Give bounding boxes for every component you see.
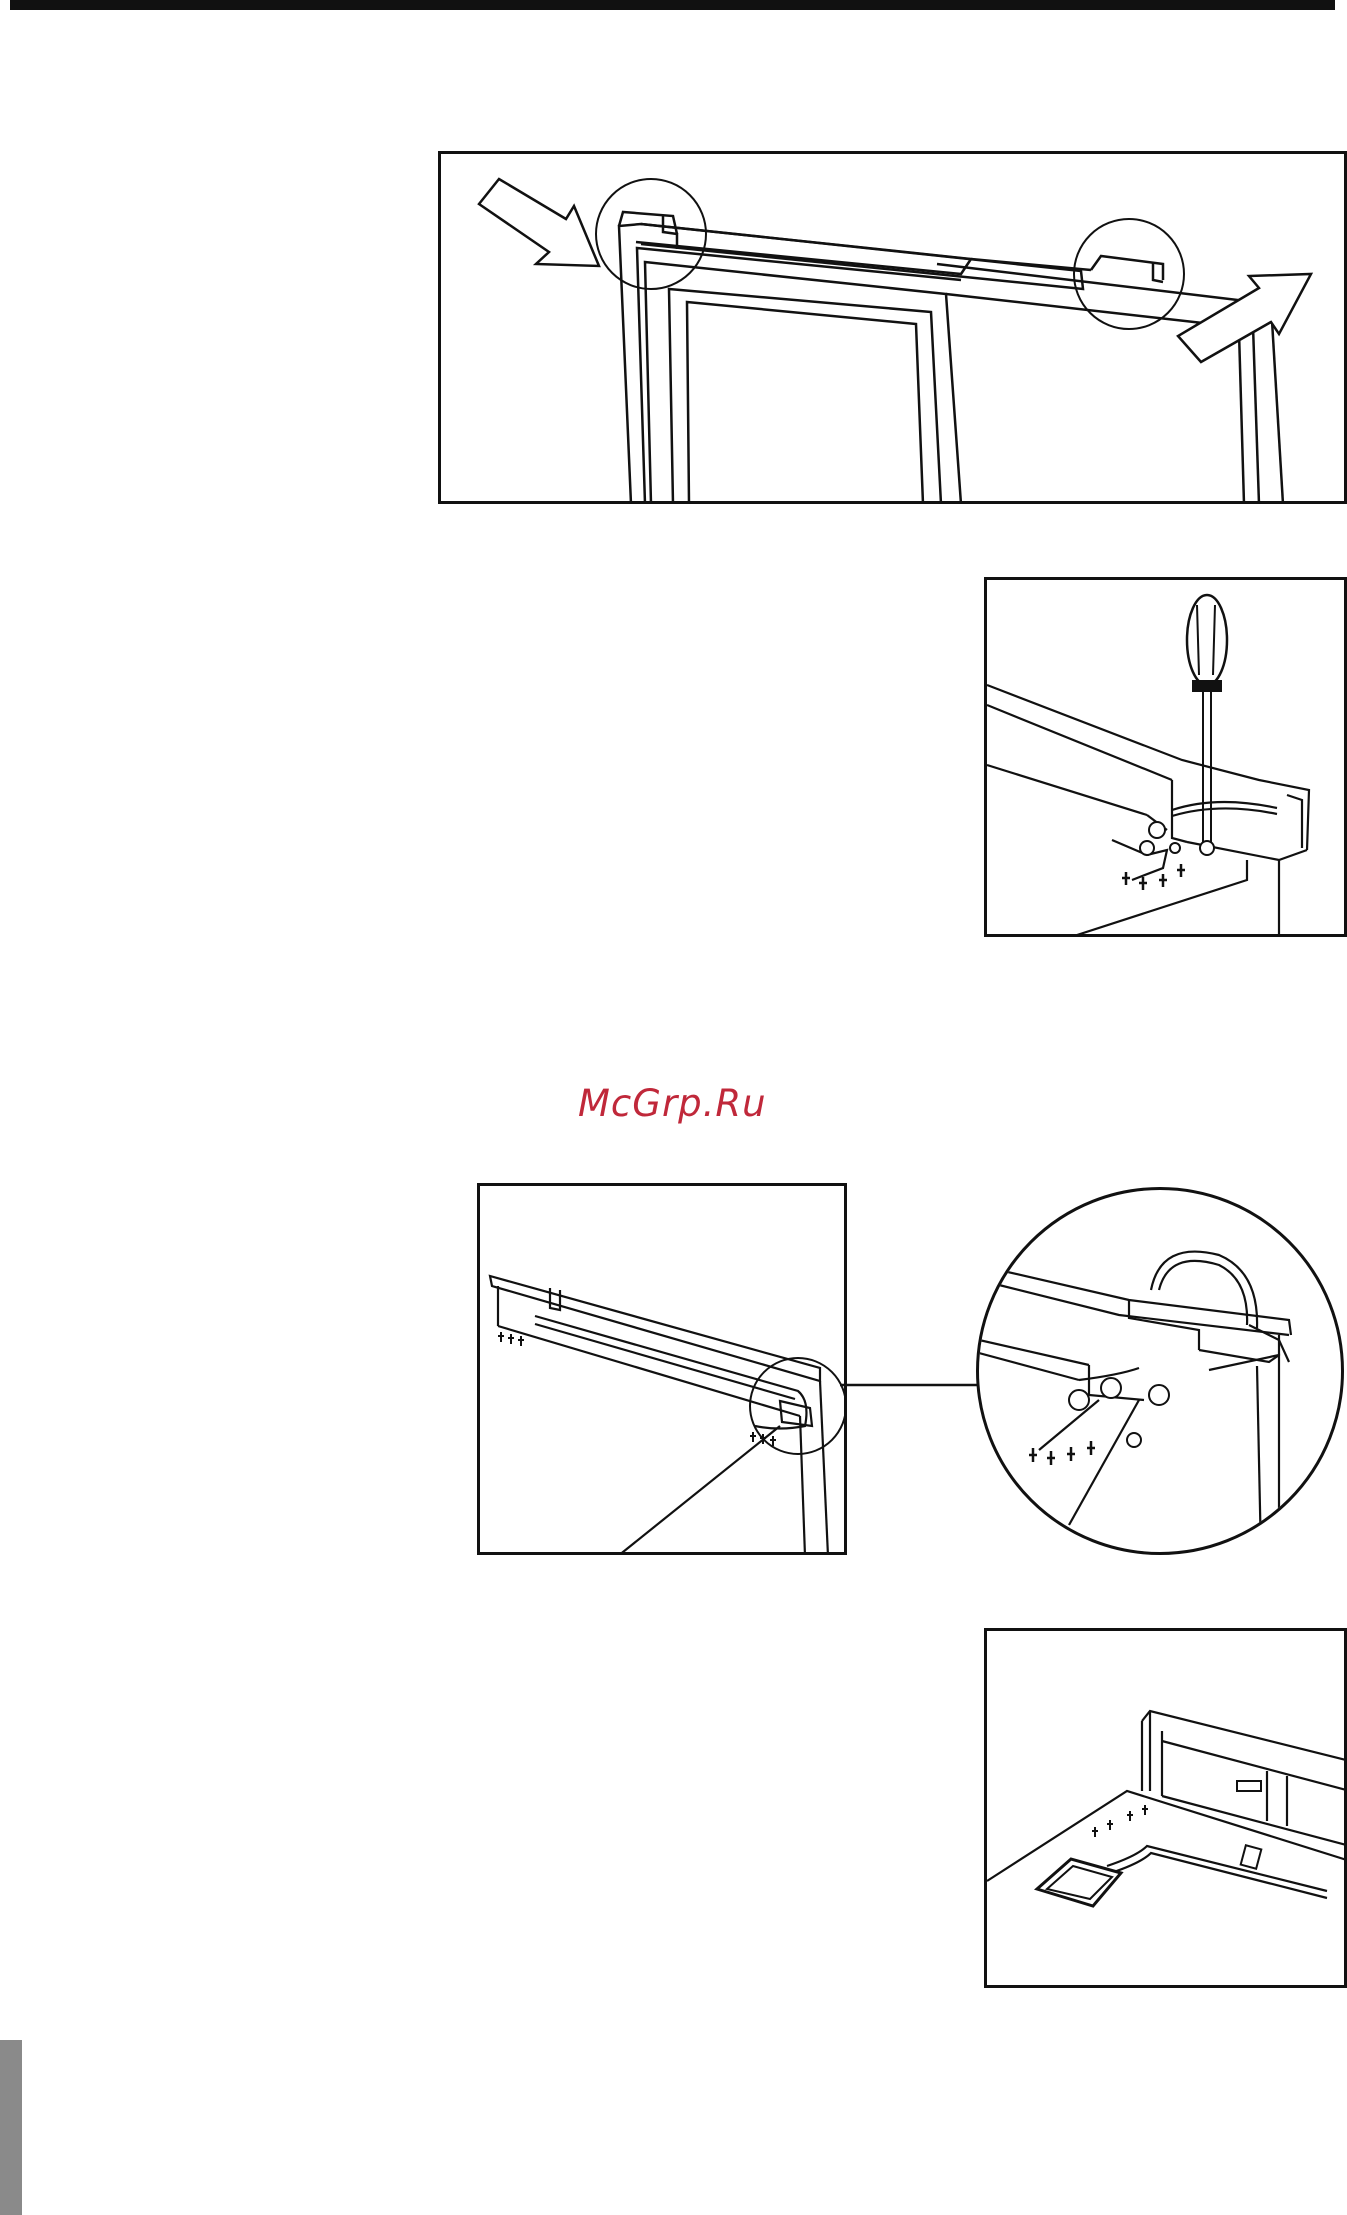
top-rule (10, 0, 1335, 10)
screw-markers (1122, 864, 1185, 890)
figure-2-drawing (987, 580, 1347, 937)
magnified-hinge-view (976, 1187, 1344, 1555)
callout-circle-right (1074, 219, 1184, 329)
figure-cable-grommet (984, 1628, 1347, 1988)
figure-door-hinge-covers (438, 151, 1347, 504)
magnifier-callout-icon (979, 1190, 1344, 1555)
watermark-text: McGrp.Ru (578, 1082, 767, 1125)
figure-1-drawing (441, 154, 1347, 504)
arrow-in-icon (479, 179, 599, 266)
callout-circle-left (596, 179, 706, 289)
figure-cable-routing (477, 1183, 847, 1555)
figure-4-drawing (987, 1631, 1347, 1988)
callout-connector (840, 1380, 980, 1400)
figure-hinge-screws (984, 577, 1347, 937)
side-tab (0, 2040, 22, 2215)
figure-3-drawing (480, 1186, 847, 1555)
fig3-screw-markers (498, 1332, 776, 1446)
arrow-out-icon (1178, 274, 1311, 362)
